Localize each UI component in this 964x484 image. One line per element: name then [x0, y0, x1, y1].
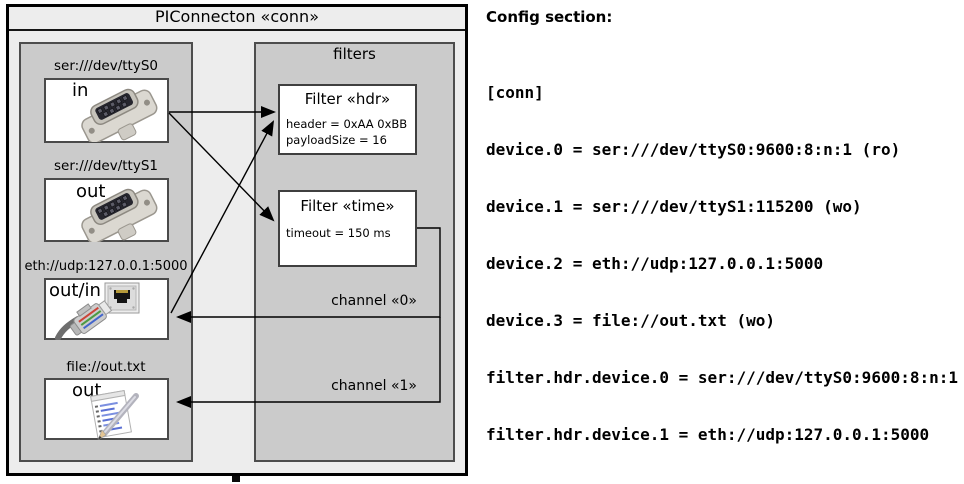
config-section-heading: Config section:: [486, 8, 613, 26]
config-listing: [conn] device.0 = ser:///dev/ttyS0:9600:…: [486, 45, 964, 484]
device-label-file: file://out.txt: [66, 359, 146, 375]
channel-1-label: channel «1»: [331, 378, 417, 394]
config-line: device.0 = ser:///dev/ttyS0:9600:8:n:1 (…: [486, 140, 901, 159]
ethernet-jack-icon: [104, 282, 140, 314]
filter-attribute: header = 0xAA 0xBB: [286, 117, 408, 131]
device-label-ttys1: ser:///dev/ttyS1: [54, 158, 158, 174]
device-direction: out: [76, 181, 106, 202]
config-line: device.1 = ser:///dev/ttyS1:115200 (wo): [486, 197, 862, 216]
filter-attribute: timeout = 150 ms: [286, 226, 391, 240]
filter-box-hdr: Filter «hdr» header = 0xAA 0xBB payloadS…: [278, 84, 417, 155]
device-direction: out/in: [49, 280, 101, 301]
config-line: filter.hdr.device.1 = eth://udp:127.0.0.…: [486, 425, 930, 444]
config-line: filter.hdr.device.0 = ser:///dev/ttyS0:9…: [486, 368, 959, 387]
config-line: device.2 = eth://udp:127.0.0.1:5000: [486, 254, 824, 273]
config-line: filter.hdr.splitMode = header: [486, 482, 964, 484]
notepad-icon: [90, 389, 139, 440]
filters-panel-title: filters: [333, 45, 376, 63]
ethernet-cable-icon: [55, 300, 113, 340]
config-line: device.3 = file://out.txt (wo): [486, 311, 775, 330]
diagram-title: PIConnecton «conn»: [155, 7, 319, 26]
filter-box-time: Filter «time» timeout = 150 ms: [278, 190, 417, 267]
serial-connector-icon: [81, 188, 158, 242]
device-box-ttys0: in: [44, 78, 169, 143]
bottom-edge-mark: [232, 476, 240, 482]
device-box-file: out: [44, 378, 169, 440]
serial-connector-icon: [81, 88, 158, 142]
device-label-eth: eth://udp:127.0.0.1:5000: [24, 259, 188, 274]
device-label-ttys0: ser:///dev/ttyS0: [54, 58, 158, 74]
channel-0-label: channel «0»: [331, 293, 417, 309]
filter-attribute: payloadSize = 16: [286, 133, 387, 147]
config-line: [conn]: [486, 83, 544, 102]
filter-title: Filter «hdr»: [304, 90, 391, 108]
device-direction: in: [72, 80, 89, 101]
filter-title: Filter «time»: [300, 197, 395, 215]
title-separator-line: [9, 29, 465, 31]
device-box-eth: out/in: [44, 278, 169, 340]
device-box-ttys1: out: [44, 178, 169, 242]
